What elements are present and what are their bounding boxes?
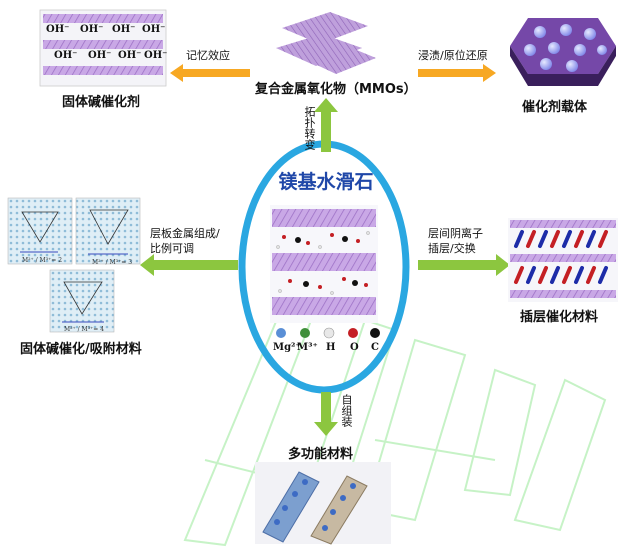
ldh-layer bbox=[272, 209, 376, 315]
anion-label: OH⁻ bbox=[80, 24, 104, 35]
ldh-structure-image bbox=[270, 205, 378, 323]
arrow-label-memory: 记忆效应 bbox=[186, 49, 230, 62]
legend-c-label: C bbox=[371, 342, 379, 353]
intercalation-caption: 插层催化材料 bbox=[520, 310, 599, 325]
arrow-topleft-icon bbox=[170, 64, 250, 82]
arrow-label-selfassembly: 自组装 bbox=[340, 394, 353, 427]
arrow-up-icon bbox=[314, 98, 338, 152]
anion-label: OH⁻ bbox=[112, 24, 136, 35]
multifunctional-image bbox=[255, 462, 391, 545]
ratio-label-3: M²⁺ / M³⁺= 3 bbox=[92, 259, 133, 266]
arrow-label-layer-metal-1: 层板金属组成/ bbox=[150, 227, 220, 240]
center-title: 镁基水滑石 bbox=[278, 171, 374, 193]
legend-h-label: H bbox=[326, 342, 336, 353]
arrow-right-icon bbox=[418, 254, 510, 276]
anion-label: OH⁻ bbox=[142, 24, 166, 35]
mmo-caption: 复合金属氧化物（MMOs） bbox=[255, 82, 417, 97]
arrow-left-icon bbox=[140, 254, 238, 276]
arrow-label-topology: 拓扑转变 bbox=[303, 106, 316, 150]
anion-label: OH⁻ bbox=[144, 50, 168, 61]
arrow-label-anion-2: 插层/交换 bbox=[428, 242, 476, 255]
ratio-panels-image bbox=[7, 197, 141, 333]
mmo-sheets-image bbox=[276, 12, 376, 74]
solid-base-catalyst-image bbox=[39, 9, 167, 87]
intercalation-image bbox=[508, 218, 618, 302]
ratio-label-2: M²⁺ / M³⁺= 2 bbox=[22, 257, 63, 264]
catalyst-support-caption: 催化剂载体 bbox=[522, 100, 588, 115]
arrow-down-icon bbox=[314, 392, 338, 436]
arrow-label-anion-1: 层间阴离子 bbox=[428, 227, 483, 240]
ratio-label-4: M²⁺ / M³⁺= 4 bbox=[64, 326, 105, 333]
legend-m3-label: M³⁺ bbox=[297, 342, 318, 353]
solid-base-catalyst-caption: 固体碱催化剂 bbox=[62, 95, 141, 110]
arrow-topright-icon bbox=[418, 64, 496, 82]
adsorption-materials-caption: 固体碱催化/吸附材料 bbox=[20, 342, 142, 357]
legend-dots bbox=[276, 327, 380, 339]
anion-label: OH⁻ bbox=[88, 50, 112, 61]
catalyst-support-image bbox=[510, 18, 616, 86]
legend-mg-label: Mg²⁺ bbox=[273, 342, 301, 353]
anion-label: OH⁻ bbox=[46, 24, 70, 35]
arrow-label-layer-metal-2: 比例可调 bbox=[150, 242, 194, 255]
arrow-label-impregnation: 浸渍/原位还原 bbox=[418, 49, 488, 62]
multifunctional-caption: 多功能材料 bbox=[288, 447, 354, 462]
anion-label: OH⁻ bbox=[54, 50, 78, 61]
legend-o-label: O bbox=[350, 342, 359, 353]
anion-label: OH⁻ bbox=[118, 50, 142, 61]
